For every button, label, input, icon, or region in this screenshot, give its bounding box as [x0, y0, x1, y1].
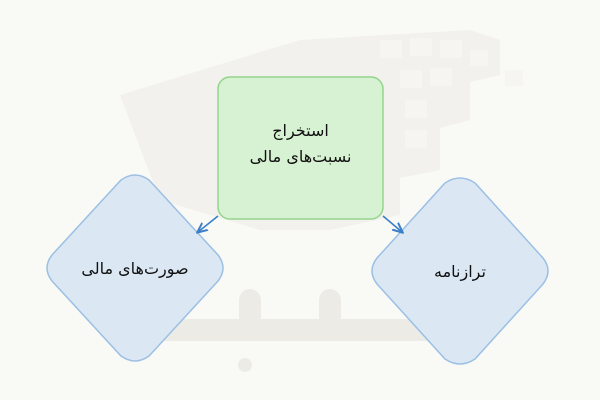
- node-left-shape: [46, 174, 224, 362]
- edge-root-to-left: [198, 215, 219, 232]
- node-root-label-line-2: نسبت‌های مالی: [249, 147, 352, 166]
- node-root-label-line-1: استخراج: [272, 121, 329, 140]
- node-left-label: صورت‌های مالی: [81, 259, 189, 278]
- node-root-label: استخراج نسبت‌های مالی: [218, 118, 383, 170]
- edge-root-to-right: [382, 215, 402, 232]
- node-root-shape: [217, 76, 384, 220]
- node-right-shape: [371, 177, 549, 365]
- node-right-label: ترازنامه: [434, 262, 486, 281]
